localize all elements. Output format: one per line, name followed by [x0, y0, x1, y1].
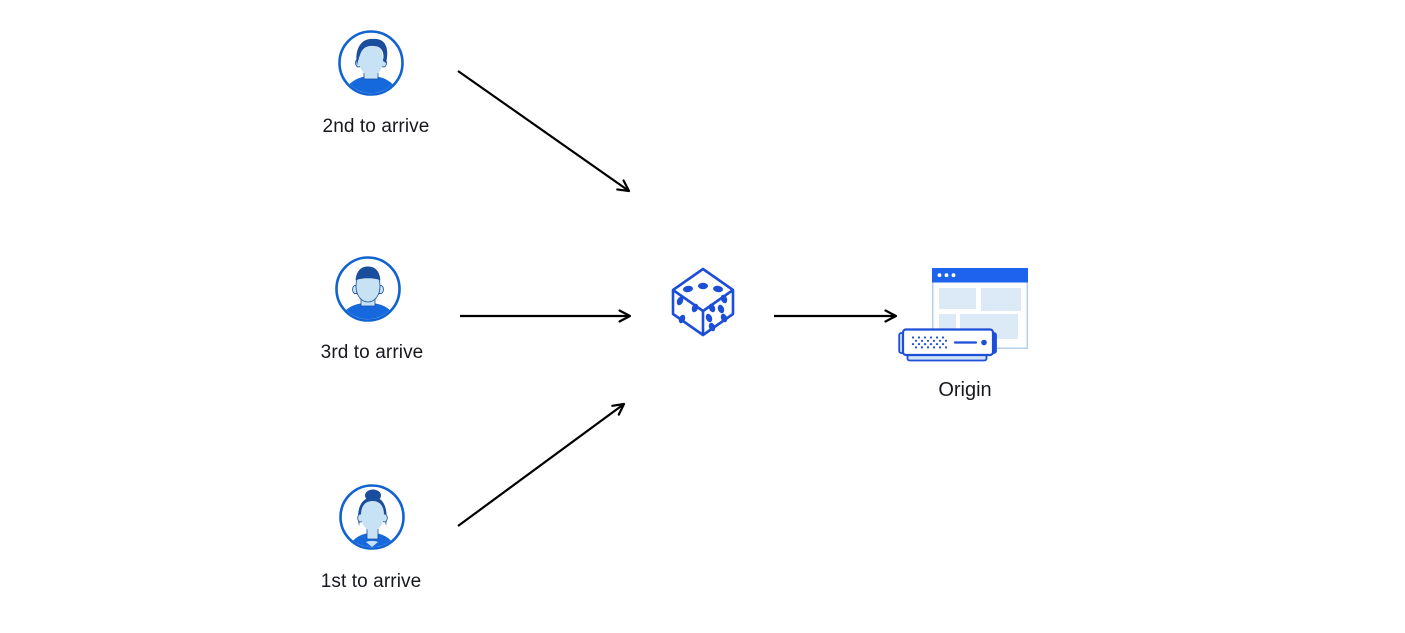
visitor-third-label: 3rd to arrive — [320, 342, 424, 363]
arrow-visitor2-to-dice — [457, 70, 631, 193]
origin-label: Origin — [938, 379, 992, 401]
avatar-woman-bun-icon — [339, 484, 405, 550]
visitor-second-label: 2nd to arrive — [322, 116, 430, 137]
visitor-first-label: 1st to arrive — [320, 571, 422, 592]
dice-icon — [671, 267, 735, 337]
avatar-man-short-hair-icon — [335, 256, 401, 322]
avatar-man-swoop-hair-icon — [338, 30, 404, 96]
origin-server-browser-icon — [898, 268, 1028, 362]
arrow-visitor1-to-dice — [457, 402, 626, 527]
